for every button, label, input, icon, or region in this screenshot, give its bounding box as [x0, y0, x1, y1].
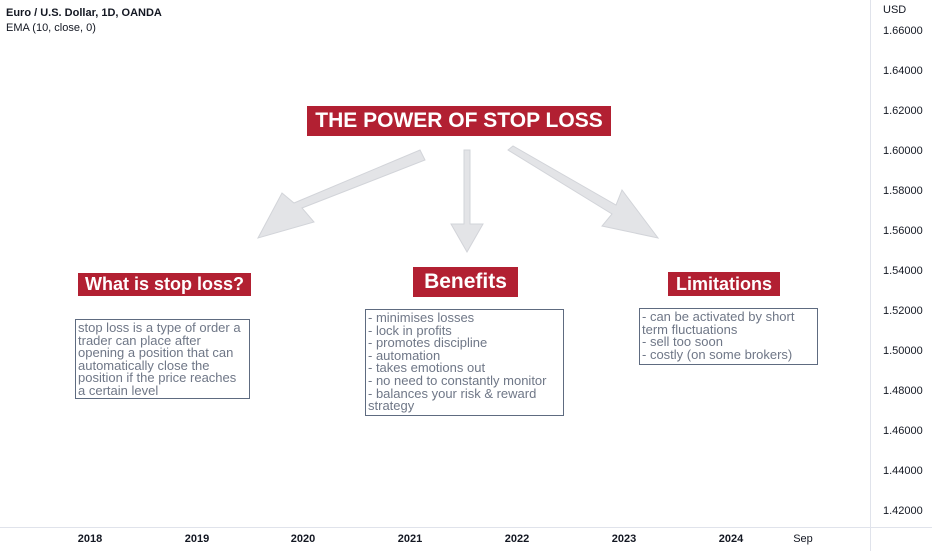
time-tick: 2023 — [611, 533, 637, 545]
text-line: opening a position that can — [78, 345, 234, 361]
price-tick: 1.56000 — [883, 225, 923, 237]
axis-corner — [870, 527, 932, 551]
symbol-title[interactable]: Euro / U.S. Dollar, 1D, OANDA — [6, 7, 162, 19]
price-tick: 1.52000 — [883, 305, 923, 317]
what-is-stop-loss-label[interactable]: What is stop loss? — [78, 273, 251, 296]
price-tick: 1.66000 — [883, 25, 923, 37]
time-axis[interactable]: 2018 2019 2020 2021 2022 2023 2024 Sep — [0, 527, 870, 551]
price-tick: 1.58000 — [883, 185, 923, 197]
benefits-box[interactable]: - minimises losses - lock in profits - p… — [365, 309, 564, 416]
price-axis[interactable]: USD 1.66000 1.64000 1.62000 1.60000 1.58… — [870, 0, 932, 527]
time-tick: 2021 — [397, 533, 423, 545]
indicator-legend[interactable]: EMA (10, close, 0) — [6, 22, 96, 34]
price-tick: 1.62000 — [883, 105, 923, 117]
time-tick: 2020 — [290, 533, 316, 545]
center-arrow[interactable] — [450, 149, 484, 254]
text-line: term fluctuations — [642, 321, 738, 337]
text-line: - automation — [368, 347, 441, 363]
price-tick: 1.60000 — [883, 145, 923, 157]
price-tick: 1.42000 — [883, 505, 923, 517]
currency-label[interactable]: USD — [883, 4, 907, 16]
time-tick: 2019 — [184, 533, 210, 545]
text-line: - sell too soon — [642, 334, 723, 350]
time-tick: 2024 — [718, 533, 744, 545]
chart-legend[interactable]: Euro / U.S. Dollar, 1D, OANDA EMA (10, c… — [6, 6, 162, 36]
what-is-stop-loss-box[interactable]: stop loss is a type of order a trader ca… — [75, 319, 250, 399]
text-line: - takes emotions out — [368, 360, 486, 376]
text-line: - can be activated by short — [642, 309, 795, 324]
text-line: stop loss is a type of order a — [78, 320, 241, 335]
limitations-label[interactable]: Limitations — [668, 272, 780, 296]
benefits-label[interactable]: Benefits — [413, 267, 518, 297]
text-line: position if the price reaches — [78, 370, 237, 386]
price-tick: 1.46000 — [883, 425, 923, 437]
text-line: - balances your risk & reward — [368, 385, 537, 401]
text-line: - no need to constantly monitor — [368, 372, 547, 388]
arrow-drawings[interactable] — [0, 0, 870, 527]
time-tick: 2018 — [77, 533, 103, 545]
chart-area[interactable]: Euro / U.S. Dollar, 1D, OANDA EMA (10, c… — [0, 0, 870, 527]
price-tick: 1.44000 — [883, 465, 923, 477]
time-tick: 2022 — [504, 533, 530, 545]
text-line: - promotes discipline — [368, 335, 488, 351]
text-line: - minimises losses — [368, 310, 475, 325]
text-line: - costly (on some brokers) — [642, 346, 793, 362]
left-arrow[interactable] — [257, 149, 426, 239]
text-line: a certain level — [78, 382, 159, 398]
main-title-label[interactable]: THE POWER OF STOP LOSS — [307, 106, 611, 136]
price-tick: 1.64000 — [883, 65, 923, 77]
limitations-box[interactable]: - can be activated by short term fluctua… — [639, 308, 818, 365]
time-tick: Sep — [793, 533, 813, 545]
price-tick: 1.48000 — [883, 385, 923, 397]
text-line: strategy — [368, 398, 415, 414]
right-arrow[interactable] — [507, 145, 660, 239]
price-tick: 1.50000 — [883, 345, 923, 357]
text-line: trader can place after — [78, 332, 201, 348]
price-tick: 1.54000 — [883, 265, 923, 277]
text-line: - lock in profits — [368, 322, 452, 338]
text-line: automatically close the — [78, 357, 210, 373]
